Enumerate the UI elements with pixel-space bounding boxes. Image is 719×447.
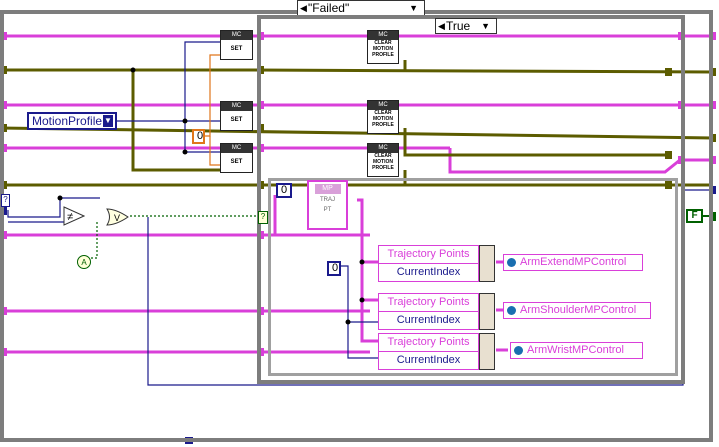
mc-label: SET xyxy=(230,46,243,52)
ref-arm-wrist[interactable]: ArmWristMPControl xyxy=(510,342,643,359)
field-trajectory-points: Trajectory Points xyxy=(379,246,478,264)
wire-olive-2[interactable] xyxy=(0,126,714,140)
clear-line2: MOTION xyxy=(373,116,393,122)
unbundle-node-3[interactable]: Trajectory Points CurrentIndex xyxy=(378,333,479,370)
field-current-index: CurrentIndex xyxy=(396,354,461,366)
boolean-tunnel[interactable]: ? xyxy=(258,211,268,224)
mc-set-node-2[interactable]: MC SET xyxy=(220,101,253,131)
outer-case-label: "Failed" xyxy=(308,1,350,15)
mc-label: SET xyxy=(230,159,243,165)
inner-case-selector[interactable]: ◀ True ▼ xyxy=(435,18,497,34)
clear-line3: PROFILE xyxy=(372,52,394,58)
unbundle-node-1[interactable]: Trajectory Points CurrentIndex xyxy=(378,245,479,282)
mc-clear-node-2[interactable]: MC CLEAR MOTION PROFILE xyxy=(367,100,399,134)
mc-header: MC xyxy=(368,144,398,153)
input-terminal[interactable]: ? xyxy=(1,194,10,207)
wire-pink-7[interactable] xyxy=(357,198,378,264)
globe-icon xyxy=(514,346,523,355)
ring-label: MotionProfile xyxy=(32,114,103,128)
not-equal-function[interactable]: ≠ xyxy=(63,206,85,226)
mc-header: MC xyxy=(221,102,252,111)
ref-arm-shoulder[interactable]: ArmShoulderMPControl xyxy=(503,302,651,319)
field-current-index: CurrentIndex xyxy=(396,314,461,326)
loop-count-constant[interactable]: 0 xyxy=(276,183,292,198)
chevron-down-icon[interactable]: ▼ xyxy=(409,3,418,13)
field-current-index: CurrentIndex xyxy=(396,266,461,278)
globe-icon xyxy=(507,258,516,267)
mc-header: MC xyxy=(368,31,398,40)
clear-line1: CLEAR xyxy=(374,110,392,116)
mp-line2: PT xyxy=(323,207,332,213)
clear-line1: CLEAR xyxy=(374,40,392,46)
mc-set-node-3[interactable]: MC SET xyxy=(220,143,253,173)
ref-label: ArmExtendMPControl xyxy=(520,256,627,268)
mc-header: MC xyxy=(368,101,398,110)
ref-label: ArmShoulderMPControl xyxy=(520,304,637,316)
ref-arm-extend[interactable]: ArmExtendMPControl xyxy=(503,254,643,271)
property-node-3[interactable] xyxy=(479,333,495,370)
clear-line2: MOTION xyxy=(373,159,393,165)
mc-clear-node-3[interactable]: MC CLEAR MOTION PROFILE xyxy=(367,143,399,177)
inner-case-label: True xyxy=(446,19,471,33)
inner-case-structure[interactable] xyxy=(257,15,685,384)
local-variable[interactable]: A xyxy=(77,255,91,269)
clear-line3: PROFILE xyxy=(372,165,394,171)
mc-clear-node-1[interactable]: MC CLEAR MOTION PROFILE xyxy=(367,30,399,64)
field-trajectory-points: Trajectory Points xyxy=(379,294,478,312)
chevron-down-icon[interactable]: ▼ xyxy=(103,115,113,127)
mp-line1: TRAJ xyxy=(320,197,335,203)
mc-header: MC xyxy=(221,144,252,153)
unbundle-node-2[interactable]: Trajectory Points CurrentIndex xyxy=(378,293,479,330)
svg-text:V: V xyxy=(114,213,120,223)
mp-header: MP xyxy=(314,184,341,194)
decrement-arrow-icon[interactable]: ◀ xyxy=(438,21,445,31)
clear-line3: PROFILE xyxy=(372,122,394,128)
false-constant[interactable]: F xyxy=(686,209,703,223)
clear-line2: MOTION xyxy=(373,46,393,52)
or-function[interactable]: V xyxy=(106,208,130,226)
field-trajectory-points: Trajectory Points xyxy=(379,334,478,352)
property-node-1[interactable] xyxy=(479,245,495,282)
chevron-down-icon[interactable]: ▼ xyxy=(481,21,490,31)
outer-case-selector[interactable]: ◀ "Failed" ▼ xyxy=(297,0,425,16)
motion-profile-ring[interactable]: MotionProfile ▼ xyxy=(27,112,117,130)
index-zero-constant[interactable]: 0 xyxy=(327,261,341,276)
property-node-2[interactable] xyxy=(479,293,495,330)
clear-line1: CLEAR xyxy=(374,153,392,159)
orange-zero-constant[interactable]: 0 xyxy=(192,129,205,144)
mc-label: SET xyxy=(230,117,243,123)
mc-set-node-1[interactable]: MC SET xyxy=(220,30,253,60)
wire-pink-3b[interactable] xyxy=(448,148,713,174)
svg-text:≠: ≠ xyxy=(67,211,73,223)
decrement-arrow-icon[interactable]: ◀ xyxy=(300,3,307,13)
mp-traj-pt-icon[interactable]: MP TRAJ PT xyxy=(307,180,348,230)
ref-label: ArmWristMPControl xyxy=(527,344,624,356)
globe-icon xyxy=(507,306,516,315)
for-loop-structure[interactable] xyxy=(268,178,678,376)
mc-header: MC xyxy=(221,31,252,40)
